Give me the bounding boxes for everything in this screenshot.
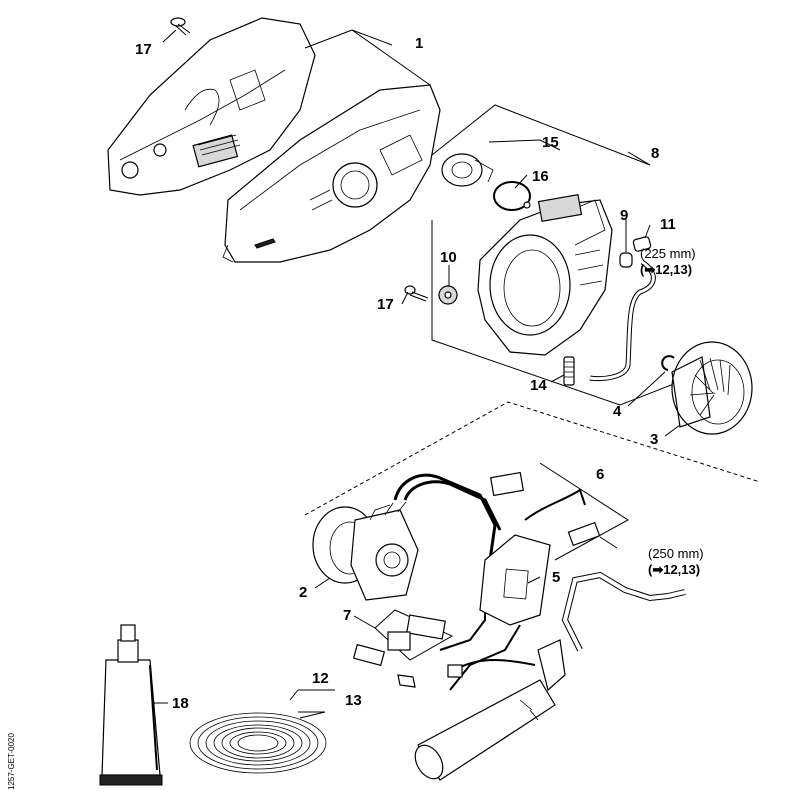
tube-grease xyxy=(99,624,163,786)
callout-11: 11 xyxy=(660,216,676,233)
motor-stator xyxy=(312,501,419,601)
callout-1: 1 xyxy=(415,35,423,52)
drawing-code: 1257-GET-0020 xyxy=(7,733,16,790)
hose-coil xyxy=(189,712,327,774)
handle-tube xyxy=(414,639,566,781)
callout-16: 16 xyxy=(532,168,549,185)
leader-lines xyxy=(152,29,681,719)
callout-14: 14 xyxy=(530,377,547,394)
note-225mm: (225 mm) xyxy=(640,246,696,261)
callout-6: 6 xyxy=(596,466,604,483)
callout-5: 5 xyxy=(552,569,560,586)
control-module xyxy=(479,534,551,626)
note-225-ref: (➡12,13) xyxy=(640,262,692,277)
callout-17-lower: 17 xyxy=(377,296,394,313)
callout-12: 12 xyxy=(312,670,329,687)
callout-3: 3 xyxy=(650,431,658,448)
wiring-harness xyxy=(393,471,601,691)
switch-parts xyxy=(352,614,446,688)
note-250-ref: (➡12,13) xyxy=(648,562,700,577)
callout-9: 9 xyxy=(620,207,628,224)
callout-10: 10 xyxy=(440,249,457,266)
note-250mm: (250 mm) xyxy=(648,546,704,561)
housing-left-half xyxy=(107,17,316,196)
callout-8: 8 xyxy=(651,145,659,162)
callout-18: 18 xyxy=(172,695,189,712)
hose-250mm xyxy=(561,571,686,652)
housing-right-half xyxy=(222,84,441,263)
screw-17-upper xyxy=(170,17,191,36)
callout-13: 13 xyxy=(345,692,362,709)
callout-2: 2 xyxy=(299,584,307,601)
callout-7: 7 xyxy=(343,607,351,624)
callout-15: 15 xyxy=(542,134,559,151)
callout-17-upper: 17 xyxy=(135,41,152,58)
fan-housing-assembly xyxy=(404,104,753,435)
callout-4: 4 xyxy=(613,403,622,420)
callout-labels: 1 17 8 15 16 9 11 10 17 14 4 3 6 5 2 7 1… xyxy=(7,35,704,790)
